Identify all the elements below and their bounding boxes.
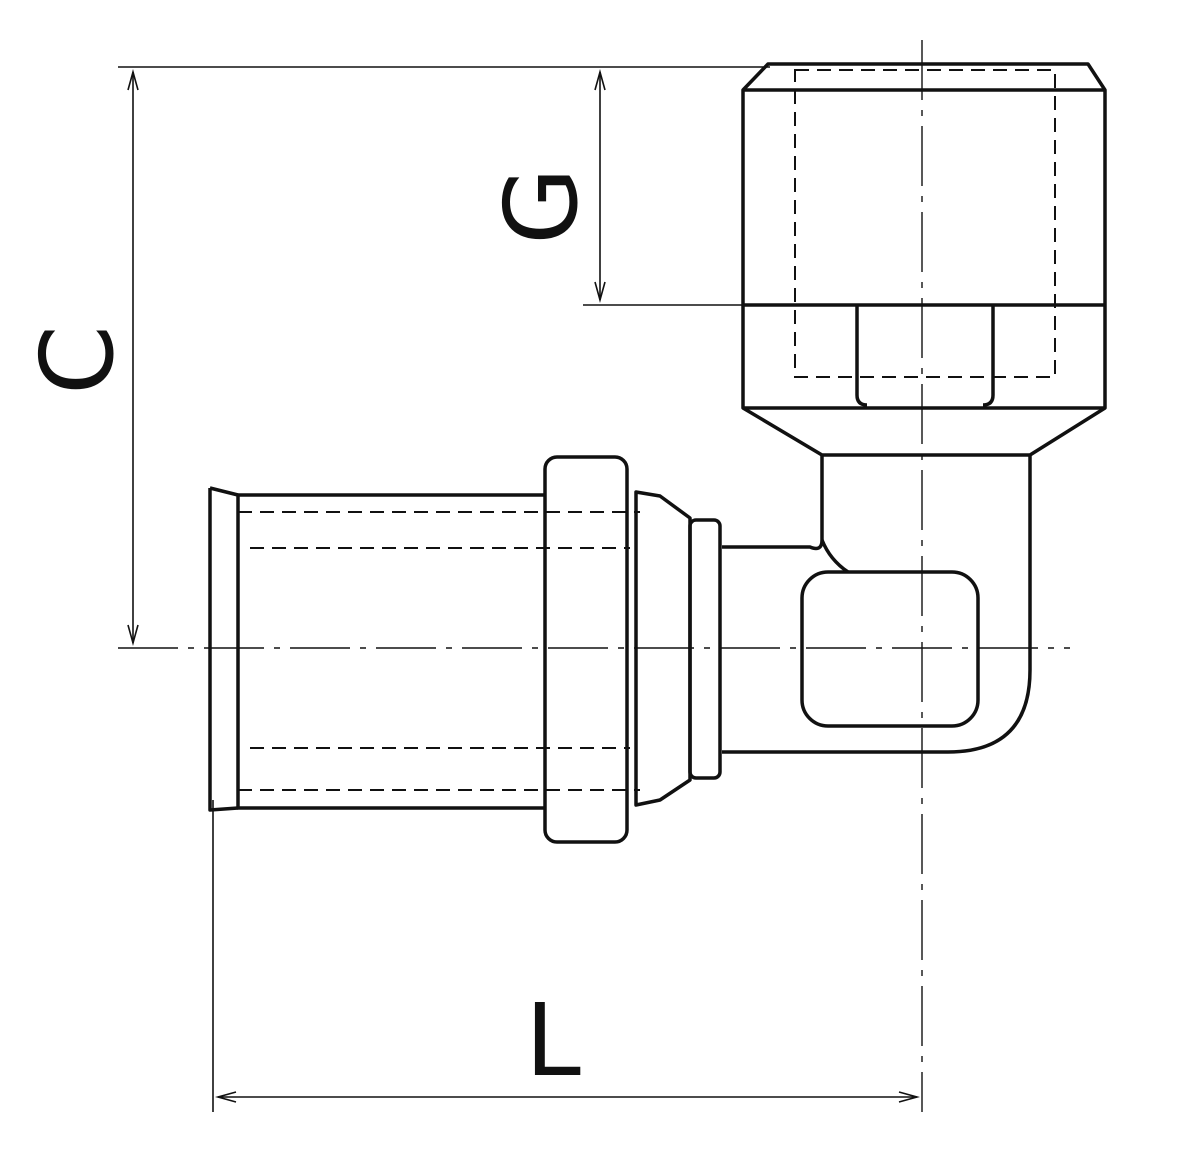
dimension-c-label: C — [19, 325, 136, 395]
dimension-c — [118, 66, 770, 646]
dimension-l — [212, 800, 920, 1112]
elbow-body — [722, 455, 1032, 754]
compression-rings — [543, 455, 722, 844]
dimension-g-label: G — [483, 167, 600, 245]
dimension-g — [583, 69, 745, 306]
press-sleeve — [208, 486, 640, 812]
threaded-hex-end — [741, 62, 1107, 457]
dimension-l-label: L — [525, 982, 581, 1099]
